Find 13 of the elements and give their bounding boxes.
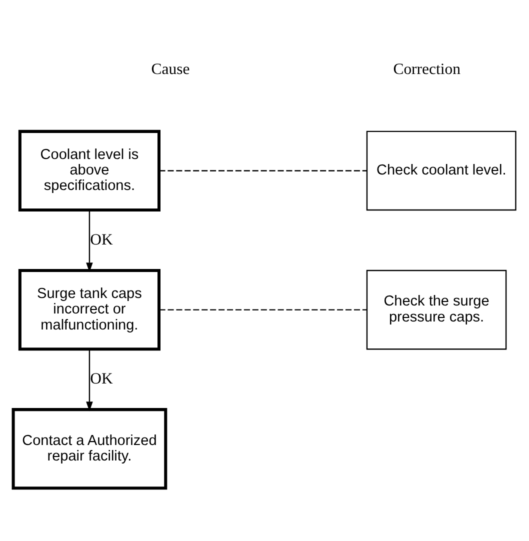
node-box: Check coolant level.	[366, 130, 516, 211]
node-box: Contact a Authorized repair facility.	[12, 408, 168, 490]
node-box: Surge tank caps incorrect or malfunctioning.	[18, 268, 160, 351]
node-box: Coolant level is above specifications.	[18, 130, 160, 212]
edge-label: OK	[90, 231, 113, 248]
connector	[159, 170, 367, 172]
label: Correction	[393, 60, 460, 78]
connector	[159, 309, 367, 310]
arrow	[86, 349, 93, 412]
node-box: Check the surge pressure caps.	[366, 270, 507, 350]
label: Cause	[151, 60, 190, 78]
arrow	[86, 210, 93, 272]
edge-label: OK	[90, 370, 113, 388]
